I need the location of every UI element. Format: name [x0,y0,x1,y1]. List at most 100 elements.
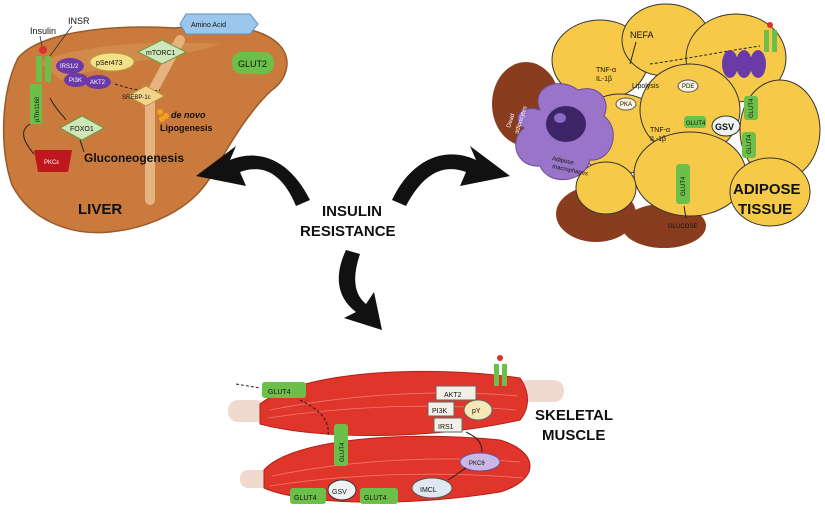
muscle-pkcb-label: PKCθ [469,461,485,467]
macrophages-line1: Adipose [552,156,575,167]
pkce-shape [34,150,72,172]
il1-label-2: IL-1β [650,136,666,143]
adipose-receptor-left [764,30,769,52]
adipose-glut4-d [676,164,690,204]
adipose-signal-protein-2 [736,50,752,78]
dead-adipocytes-line1: Dead [506,113,516,128]
lipid-droplet-3 [159,116,165,122]
srebp-label: SREBP-1c [122,95,151,101]
muscle-irs1-label: IRS1 [438,424,454,431]
de-novo-label: de novo [171,110,206,120]
muscle-glut4-top-label: GLUT4 [268,389,291,396]
muscle-pkcb-shape [459,452,501,472]
foxo1-to-gluconeogenesis-arrow [79,139,85,153]
muscle-glut4-vertical-label: GLUT4 [340,442,346,462]
adipose-insulin-molecule [767,22,773,28]
muscle-gsv-shape [327,479,357,501]
pka-shape [615,97,637,111]
pser473-label: pSer473 [96,60,123,67]
glucose-label: GLUCOSE [668,224,697,230]
liver-pi3k-shape [64,73,88,87]
muscle-akt2-label: AKT2 [444,392,462,399]
liver-akt2-shape [85,75,111,89]
muscle-imcl-shape [411,477,453,499]
pthr1160-label: pThr1160 [35,96,41,122]
adipose-glut4-c [742,132,756,158]
adipose-glut4-b-label: GLUT4 [749,98,755,118]
glucose-arrow [683,205,687,219]
imcl-to-pkc-arrow [447,467,467,481]
adipose-title-line2: TISSUE [738,201,792,218]
insr-receptor-left [36,56,42,82]
muscle-py-label: pY [472,408,481,415]
center-title-line2: RESISTANCE [300,223,396,240]
arrow-to-liver [196,146,310,206]
muscle-glut4-left-label: GLUT4 [294,495,317,502]
insulin-pointer [39,35,43,47]
liver-pi3k-label: PI3K [69,78,82,84]
muscle-gsv-label: GSV [332,489,347,496]
foxo1-shape [58,115,106,141]
adipocyte-9 [575,161,637,215]
pde-label: PDE [682,84,694,90]
muscle-glut4-right-label: GLUT4 [364,495,387,502]
adipose-receptor-right [772,30,777,52]
adipose-title-line1: ADIPOSE [733,181,801,198]
muscle-receptor-right [502,364,507,386]
muscle-title-line2: MUSCLE [542,427,605,444]
receptor-to-foxo1-arrow [49,97,67,121]
gluconeogenesis-label: Gluconeogenesis [84,151,184,165]
pthr1160-shape [30,84,42,124]
liver-title: LIVER [78,201,122,218]
liver-panel: Insulin INSR Amino Acid mTORC1 GLUT2 IRS… [2,13,288,234]
adipose-signal-dashed [649,45,761,65]
adipose-gsv-shape [711,115,741,137]
insr-label: INSR [68,16,90,26]
irs12-shape [56,58,84,74]
pkce-feedback-arrow [23,123,35,155]
foxo1-label: FOXO1 [70,126,94,133]
nefa-label: NEFA [630,30,654,40]
irs12-label: IRS1/2 [60,64,79,70]
adipose-glut4-a [684,116,706,128]
insr-pointer [49,25,73,57]
macrophage-nucleus-highlight [554,113,566,123]
adipose-glut4-b [744,96,758,120]
adipose-glut4-d-label: GLUT4 [681,176,687,196]
pser473-shape [89,52,135,72]
pka-label: PKA [620,102,632,108]
muscle-akt2-shape [435,385,477,401]
lipid-droplet-1 [157,109,163,115]
muscle-glut4-top [262,382,306,398]
muscle-pi3k-label: PI3K [432,408,448,415]
muscle-glut4-vertical [334,424,348,466]
muscle-insulin-molecule [497,355,503,361]
mtorc1-shape [136,39,188,65]
tendon-right-upper [518,380,564,402]
nefa-arrow [629,41,637,65]
muscle-panel: GLUT4 GLUT4 GSV GLUT4 GLUT4 AKT2 PI3K pY… [228,355,613,504]
mtorc1-label: mTORC1 [146,50,176,57]
adipose-panel: Dead adipocytes Adipose macrophages NEFA… [492,3,821,248]
adipose-signal-protein-3 [750,50,766,78]
liver-akt2-label: AKT2 [90,80,106,86]
muscle-title-line1: SKELETAL [535,407,613,424]
pde-shape [677,79,699,93]
adipose-signal-protein-1 [722,50,738,78]
insr-receptor-right [45,56,51,82]
insulin-molecule [39,46,47,54]
muscle-pi3k-shape [427,401,455,417]
adipocyte-8 [729,157,811,227]
tnf-label-1: TNF-α [596,67,616,74]
insulin-label: Insulin [30,26,56,36]
muscle-receptor-left [494,364,499,386]
muscle-irs1-shape [433,417,463,433]
muscle-py-shape [463,399,493,421]
arrow-to-adipose [392,146,510,206]
pkce-label: PKCε [44,160,59,166]
macrophage-nucleus [546,106,586,142]
muscle-glut4-left [290,488,326,504]
il1-label-1: IL-1β [596,76,612,83]
